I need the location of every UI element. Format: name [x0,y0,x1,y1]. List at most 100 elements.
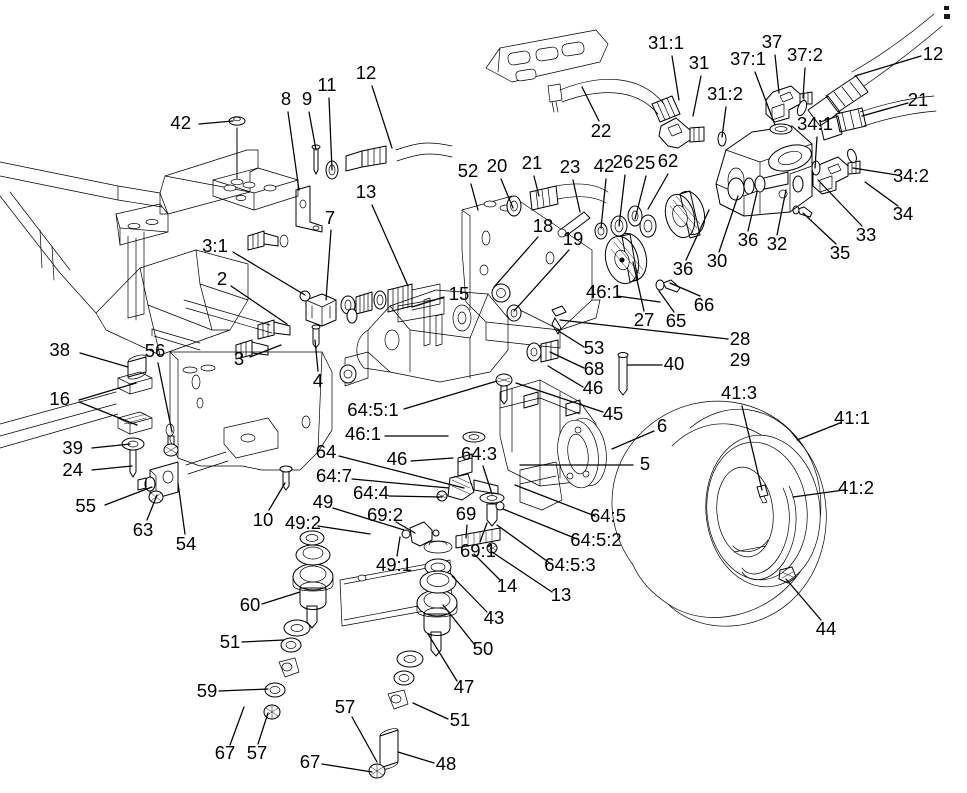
leader-line-36 [747,191,758,232]
leader-line-55 [104,486,153,506]
callout-label-66: 66 [694,294,715,315]
leader-line-10 [268,482,286,511]
leader-line-67 [229,706,245,746]
callout-label-37-1: 37:1 [730,48,766,69]
callout-label-31: 31 [689,52,710,73]
callout-label-64: 64 [316,441,337,462]
leader-line-49-1 [396,536,401,557]
callout-label-69-1: 69:1 [460,540,496,561]
callout-label-30: 30 [707,250,728,271]
chassis-frame-group [0,116,299,356]
main-chassis-plate [165,195,601,471]
leader-line-21 [861,102,909,117]
fitting-2 [257,319,291,340]
leader-line-46 [547,365,584,388]
callout-label-12: 12 [356,62,377,83]
leader-line-22 [581,86,600,122]
callout-label-24: 24 [62,459,83,480]
callout-label-6: 6 [657,415,667,436]
callout-label-44: 44 [816,618,837,639]
callout-label-3: 3 [234,348,244,369]
leader-line-20 [500,178,514,209]
callout-label-51: 51 [220,631,241,652]
leader-line-59 [218,688,269,692]
callout-label-21: 21 [522,152,543,173]
leader-line-60 [261,591,301,605]
leader-line-4 [314,339,319,372]
leader-line-24 [91,465,133,471]
leader-line-12 [854,55,922,77]
leader-line-69 [465,524,468,539]
leader-line-13 [491,551,553,593]
leader-line-6 [611,430,655,450]
leader-line-15 [411,296,445,308]
leader-line-3-1 [232,251,306,296]
callout-label-40: 40 [664,353,685,374]
elbow-37 [765,85,813,123]
leader-line-19 [513,249,570,312]
leader-line-69-2 [395,521,416,534]
leader-line-47 [427,633,458,682]
leader-lines [78,54,922,773]
tie-rod-joint-64 [436,473,499,502]
leader-line-64-3 [482,465,493,495]
leader-line-64-5-3 [496,524,552,565]
leader-line-45 [515,382,604,413]
callout-label-41-2: 41:2 [838,477,874,498]
leader-line-42 [198,120,234,125]
steering-cylinder-group [263,529,458,779]
callout-label-48: 48 [436,753,457,774]
callout-label-28: 28 [730,328,751,349]
callout-label-19: 19 [563,228,584,249]
callout-label-67: 67 [215,742,236,763]
callout-label-23: 23 [560,156,581,177]
leader-line-11 [328,97,333,171]
leader-line-43 [451,575,488,613]
callout-label-34-2: 34:2 [893,165,929,186]
callout-label-9: 9 [302,88,312,109]
leader-line-54 [177,482,186,535]
callout-label-43: 43 [484,607,505,628]
callout-label-37-2: 37:2 [787,44,823,65]
leader-line-69-1 [479,522,488,543]
leader-line-52 [470,183,479,211]
callout-label-65: 65 [666,310,687,331]
wheel-motor-group [506,123,813,396]
leader-line-64-5-1 [403,380,498,410]
leader-line-64-5 [514,484,596,517]
leader-line-68 [549,351,585,369]
callout-label-64-5-1: 64:5:1 [347,399,398,420]
callout-label-56: 56 [145,340,166,361]
leader-line-51 [241,639,285,643]
callout-label-4: 4 [313,370,323,391]
leader-line-57 [257,712,269,745]
leader-line-16 [78,382,137,401]
callout-label-69-2: 69:2 [367,504,403,525]
leader-line-57 [351,716,378,763]
callout-label-57: 57 [335,696,356,717]
leader-line-9 [308,111,317,151]
callout-label-29: 29 [730,349,751,370]
leader-line-37-2 [802,67,806,99]
callout-label-60: 60 [240,594,261,615]
pulley-27 [604,232,648,285]
leader-line-27 [632,261,645,312]
leader-line-64-7 [351,478,450,489]
leader-line-34 [864,181,899,207]
leader-line-64-4 [388,495,443,498]
leader-line-44 [785,578,822,621]
callout-label-51: 51 [450,709,471,730]
leader-line-32 [776,189,787,236]
callout-label-3-1: 3:1 [202,235,228,256]
callout-label-49: 49 [313,491,334,512]
leader-line-3 [249,344,282,358]
callout-label-46-1: 46:1 [345,423,381,444]
leader-line-53 [556,329,585,348]
callout-label-18: 18 [533,215,554,236]
fitting-cluster-13 [340,283,441,324]
callout-label-36: 36 [673,258,694,279]
callout-label-47: 47 [454,676,475,697]
callout-label-46: 46 [583,377,604,398]
callout-label-42: 42 [170,112,191,133]
